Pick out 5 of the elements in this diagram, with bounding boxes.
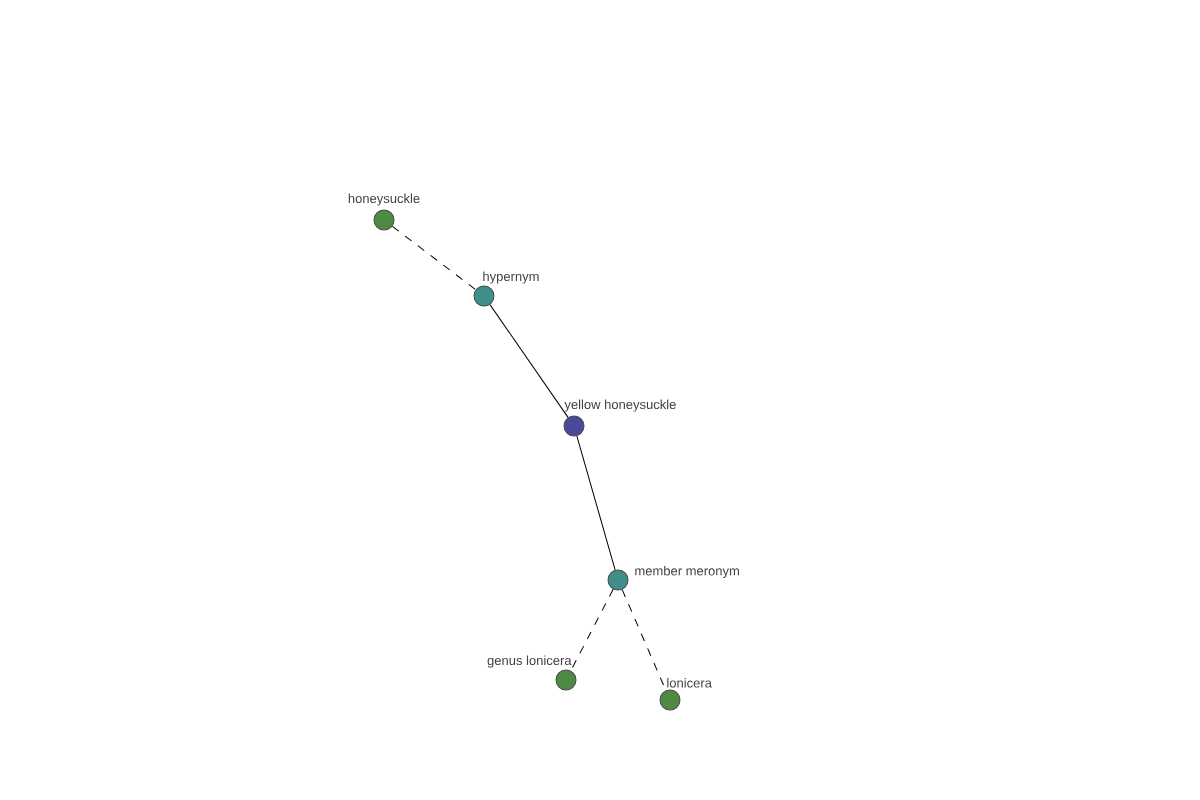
connector-line (391, 225, 477, 291)
connector-line (489, 304, 569, 418)
connector-line (576, 435, 616, 571)
connector-line (621, 589, 667, 691)
connector-line (570, 588, 614, 672)
